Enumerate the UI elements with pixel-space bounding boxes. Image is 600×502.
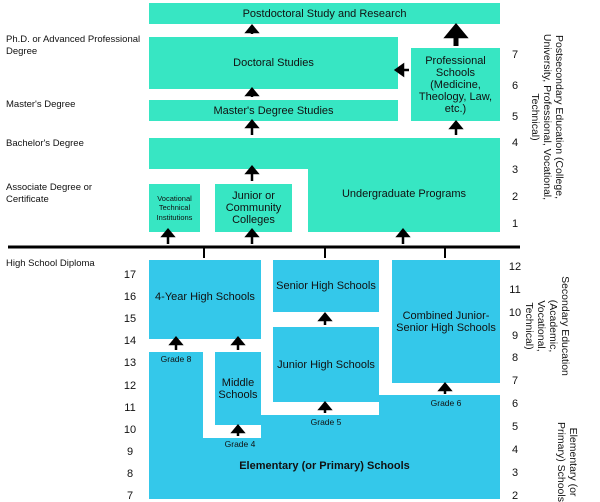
age-9: 9 — [126, 446, 134, 458]
grade-5-label: Grade 5 — [310, 417, 342, 427]
post-year-6: 6 — [511, 80, 519, 92]
middle-schools-box: Middle Schools — [215, 352, 261, 425]
age-8: 8 — [126, 468, 134, 480]
elementary-upper-band — [379, 395, 500, 416]
grade-level-7: 7 — [511, 375, 519, 387]
grade-4-label: Grade 4 — [224, 439, 256, 449]
grade-level-5: 5 — [511, 421, 519, 433]
age-17: 17 — [123, 269, 137, 281]
postdoctoral-box: Postdoctoral Study and Research — [149, 3, 500, 24]
post-year-1: 1 — [511, 218, 519, 230]
junior-colleges-box: Junior or Community Colleges — [215, 184, 292, 232]
degree-phd-label: Ph.D. or Advanced Professional Degree — [6, 34, 141, 57]
degree-associate-label: Associate Degree or Certificate — [6, 182, 93, 205]
degree-bachelors-label: Bachelor's Degree — [6, 138, 84, 149]
age-14: 14 — [123, 335, 137, 347]
vocational-institutions-box: Vocational Technical Institutions — [149, 184, 200, 232]
age-11: 11 — [124, 402, 136, 414]
undergrad-lower-band — [308, 168, 500, 232]
elementary-bottom-band — [149, 438, 500, 499]
age-15: 15 — [123, 313, 137, 325]
senior-high-box: Senior High Schools — [273, 260, 379, 312]
age-13: 13 — [123, 357, 137, 369]
grade-level-12: 12 — [508, 261, 522, 273]
combined-hs-box: Combined Junior-Senior High Schools — [392, 260, 500, 383]
grade-8-label: Grade 8 — [160, 354, 192, 364]
post-year-2: 2 — [511, 191, 519, 203]
grade-level-8: 8 — [511, 352, 519, 364]
post-year-7: 7 — [511, 49, 519, 61]
degree-masters-label: Master's Degree — [6, 99, 76, 110]
undergrad-programs-label: Undergraduate Programs — [341, 188, 467, 200]
grade-level-11: 11 — [509, 284, 521, 296]
degree-hs-diploma-label: High School Diploma — [6, 258, 95, 269]
four-year-hs-label: 4-Year High Schools — [155, 291, 255, 303]
junior-high-box: Junior High Schools — [273, 327, 379, 402]
grade-level-3: 3 — [511, 467, 519, 479]
professional-schools-box: Professional Schools (Medicine, Theology… — [411, 48, 500, 121]
post-year-3: 3 — [511, 164, 519, 176]
doctoral-studies-box: Doctoral Studies — [149, 37, 398, 89]
grade-level-9: 9 — [511, 330, 519, 342]
age-7: 7 — [126, 490, 134, 502]
age-16: 16 — [123, 291, 137, 303]
elementary-mid-band — [261, 415, 500, 439]
grade-6-label: Grade 6 — [430, 398, 462, 408]
grade-level-6: 6 — [511, 398, 519, 410]
age-10: 10 — [123, 424, 137, 436]
undergrad-top-band — [149, 138, 500, 169]
grade-level-2: 2 — [511, 490, 519, 502]
masters-studies-box: Master's Degree Studies — [149, 100, 398, 121]
post-year-4: 4 — [511, 137, 519, 149]
grade-level-10: 10 — [508, 307, 522, 319]
elementary-label: Elementary (or Primary) Schools — [239, 460, 410, 472]
age-12: 12 — [123, 380, 137, 392]
four-year-hs-box — [149, 260, 261, 339]
grade-level-4: 4 — [511, 444, 519, 456]
post-year-5: 5 — [511, 111, 519, 123]
